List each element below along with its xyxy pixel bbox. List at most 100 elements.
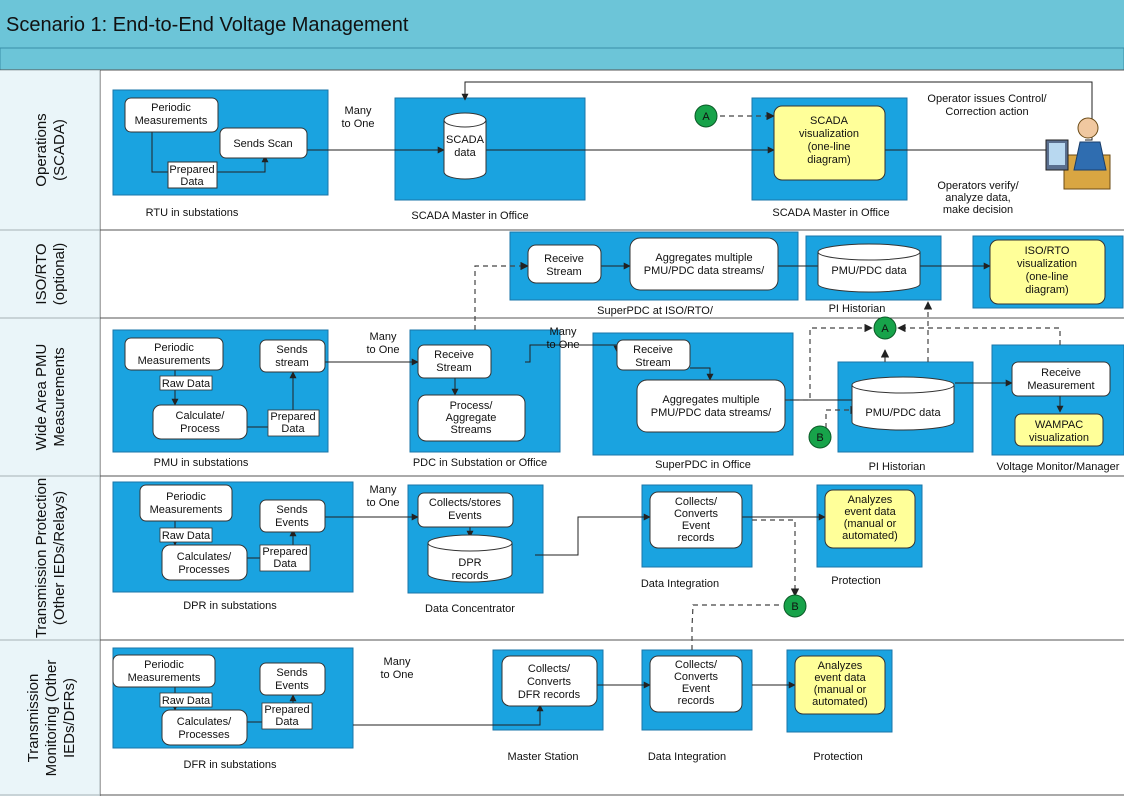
node-text: DPR [458, 557, 481, 569]
node-text: Receive [1041, 367, 1081, 379]
node-text: Sends [276, 344, 308, 356]
pmu-sends-box [259, 339, 326, 373]
scada-master-frame-1 [394, 97, 586, 201]
node-text: Measurements [138, 355, 211, 367]
node-text: SCADA [446, 134, 485, 146]
node-text: WAMPAC [1035, 419, 1083, 431]
node-text: Event [682, 683, 710, 695]
connector-b-prot [783, 594, 807, 618]
caption: SuperPDC at ISO/RTO/ [597, 305, 714, 317]
many-to-one-note: Many [550, 326, 577, 338]
node-text: event data [814, 672, 866, 684]
operator-icon [1045, 117, 1111, 190]
node-text: Periodic [144, 659, 184, 671]
node-text: Raw Data [162, 695, 211, 707]
many-to-one-note: to One [341, 118, 374, 130]
node-text: Events [448, 510, 482, 522]
lane-label-transmission-protection: Transmission Protection (Other IEDs/Rela… [33, 478, 68, 638]
vm-receive-box [1011, 361, 1111, 397]
mon-periodic-box [112, 654, 216, 688]
title-bar [0, 0, 1124, 48]
mdi-collects-box [649, 655, 743, 713]
lane-label-line: (SCADA) [51, 119, 68, 181]
node-text: Converts [674, 671, 719, 683]
node-text: Sends [276, 667, 308, 679]
caption: Voltage Monitor/Manager [997, 461, 1120, 473]
prot-sends-box [259, 499, 326, 533]
prot-analyzes-box [824, 489, 916, 549]
node-text: PMU/PDC data streams/ [651, 407, 772, 419]
node-text: Events [275, 680, 309, 692]
connector-a-pmu [873, 316, 897, 340]
node-text: SCADA [810, 115, 849, 127]
caption: SuperPDC in Office [655, 459, 751, 471]
node-text: Data [275, 716, 299, 728]
node-text: Aggregate [446, 412, 497, 424]
pmu-calc-box [152, 404, 248, 440]
node-text: Measurements [128, 672, 201, 684]
node-text: PMU/PDC data streams/ [644, 265, 765, 277]
mon-sends-box [259, 662, 326, 696]
many-to-one-note: Many [345, 105, 372, 117]
node-text: Sends Scan [233, 138, 292, 150]
iso-pmu-pdc-cylinder [817, 243, 921, 293]
node-text: stream [275, 357, 309, 369]
diagram-title: Scenario 1: End-to-End Voltage Managemen… [6, 14, 409, 36]
caption: DPR in substations [183, 600, 277, 612]
node-text: Prepared [169, 164, 214, 176]
pmu-periodic-box [124, 337, 224, 371]
lane-label-line: (Other IEDs/Relays) [51, 491, 68, 625]
node-text: data [454, 147, 476, 159]
caption: Data Concentrator [425, 603, 515, 615]
prot-periodic-box [139, 484, 233, 522]
mon-raw-label-box [159, 692, 213, 708]
connector-a-ops [694, 104, 718, 128]
node-text: Prepared [270, 411, 315, 423]
node-text: visualization [1017, 258, 1077, 270]
node-text: Calculates/ [177, 551, 232, 563]
pi-pmu-pdc-cylinder [851, 376, 955, 431]
mon-prepared-label-box [261, 702, 313, 730]
connector-label: B [816, 432, 823, 444]
caption: SCADA Master in Office [772, 207, 889, 219]
sub-header-bar [0, 47, 1124, 71]
node-text: Process/ [450, 400, 494, 412]
di-collects-box [649, 491, 743, 549]
node-text: Calculate/ [176, 410, 226, 422]
node-text: records [452, 570, 489, 582]
many-to-one-note: Many [370, 484, 397, 496]
node-text: Streams [451, 424, 492, 436]
operators-verify-note: make decision [943, 204, 1013, 216]
node-text: event data [844, 506, 896, 518]
node-text: Analyzes [848, 494, 893, 506]
node-text: Collects/ [675, 496, 718, 508]
scada-vis-box [773, 105, 886, 181]
node-text: (manual or [844, 518, 897, 530]
many-to-one-note: Many [384, 656, 411, 668]
caption: Master Station [508, 751, 579, 763]
connector-label: B [791, 601, 798, 613]
many-to-one-note: Many [370, 331, 397, 343]
prot-raw-label-box [159, 527, 213, 543]
pmu-raw-label-box [159, 375, 213, 391]
caption: Protection [813, 751, 863, 763]
node-text: automated) [842, 530, 898, 542]
node-text: diagram) [1025, 284, 1068, 296]
node-text: Prepared [264, 704, 309, 716]
caption: PMU in substations [154, 457, 249, 469]
node-text: Collects/ [528, 663, 571, 675]
caption: SCADA Master in Office [411, 210, 528, 222]
node-text: automated) [812, 696, 868, 708]
connector-label: A [702, 111, 710, 123]
node-text: Stream [436, 362, 471, 374]
caption: PI Historian [829, 303, 886, 315]
lane-label-line: Monitoring (Other [43, 660, 60, 777]
node-text: Measurement [1027, 380, 1094, 392]
node-text: Sends [276, 504, 308, 516]
node-text: Collects/stores [429, 497, 502, 509]
operators-verify-note: analyze data, [945, 192, 1010, 204]
operator-issues-note: Operator issues Control/ [927, 93, 1047, 105]
caption: Data Integration [648, 751, 726, 763]
node-text: PMU/PDC data [831, 265, 907, 277]
node-text: Receive [544, 253, 584, 265]
